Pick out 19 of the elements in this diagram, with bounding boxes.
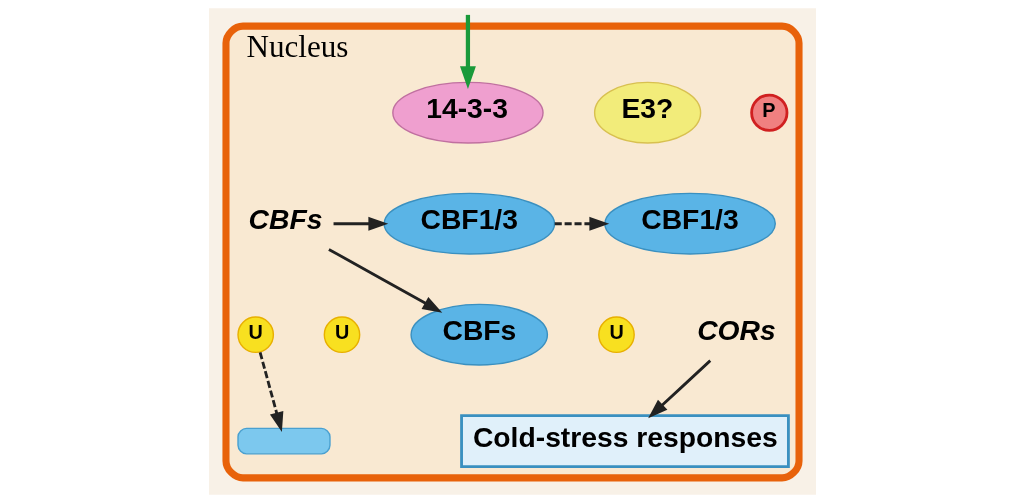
node-circle: U (236, 316, 274, 354)
node-ellipse: 14-3-3 (391, 81, 544, 144)
arrow (647, 359, 711, 419)
node-text: CBFs (248, 203, 322, 236)
node-ellipse: E3? (593, 81, 701, 144)
node-circle: U (597, 316, 635, 354)
node-circle: P (749, 93, 788, 132)
arrow (554, 216, 609, 231)
arrow (333, 216, 388, 231)
node-text: CORs (696, 314, 776, 347)
node-bar (236, 427, 331, 455)
node-ellipse: CBF1/3 (382, 192, 555, 255)
node-ellipse: CBF1/3 (603, 192, 776, 255)
arrow (327, 248, 442, 313)
arrow (258, 351, 283, 432)
node-box: Cold-stress responses (459, 414, 790, 468)
node-circle: U (323, 316, 360, 354)
node-ellipse: CBFs (409, 303, 548, 366)
arrow (459, 14, 476, 90)
